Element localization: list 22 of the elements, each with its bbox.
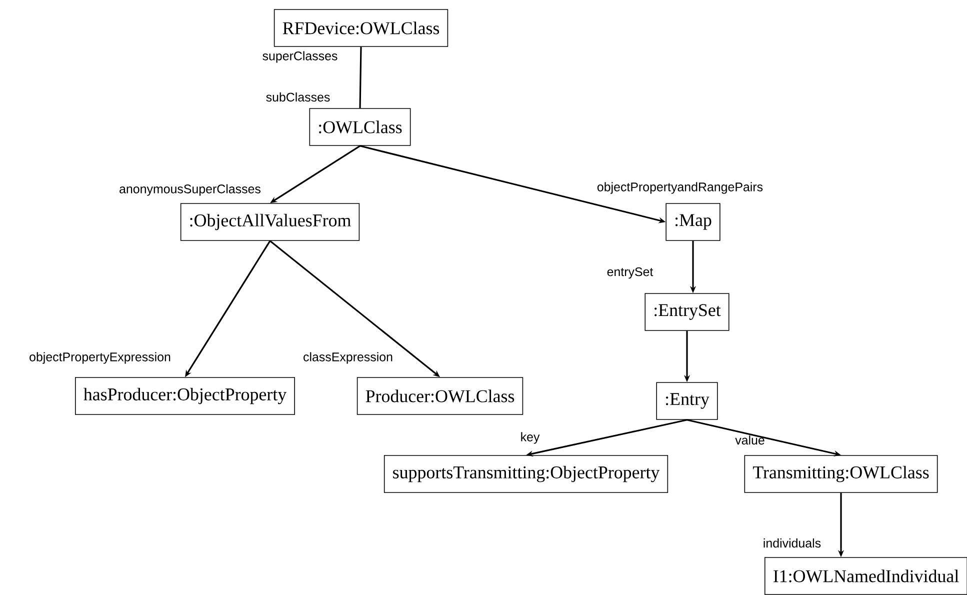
class-box: :Map (666, 203, 720, 241)
class-box: :Entry (656, 382, 718, 420)
edge-label: individuals (764, 538, 821, 548)
class-box: hasProducer:ObjectProperty (75, 377, 295, 415)
class-box: Producer:OWLClass (356, 377, 524, 415)
class-box: Transmitting:OWLClass (744, 455, 938, 493)
class-box: :EntrySet (644, 293, 730, 331)
edge-label: value (735, 435, 764, 445)
connector-line (359, 46, 362, 108)
edge-label: entrySet (607, 267, 654, 279)
class-box: :OWLClass (309, 108, 411, 146)
edge-label: objectPropertyExpression (30, 352, 170, 364)
class-box: supportsTransmitting:ObjectProperty (384, 455, 668, 493)
edge-label: objectPropertyandRangePairs (597, 182, 763, 194)
edge-label: superClasses (262, 51, 338, 63)
class-box: RFDevice:OWLClass (274, 9, 448, 47)
class-box: :ObjectAllValuesFrom (180, 203, 360, 241)
edge-label: classExpression (304, 352, 392, 364)
edge-label: key (521, 432, 540, 444)
role-label: subClasses (266, 92, 330, 102)
edge-label: anonymousSuperClasses (120, 184, 260, 196)
class-box: I1:OWLNamedIndividual (764, 557, 967, 595)
